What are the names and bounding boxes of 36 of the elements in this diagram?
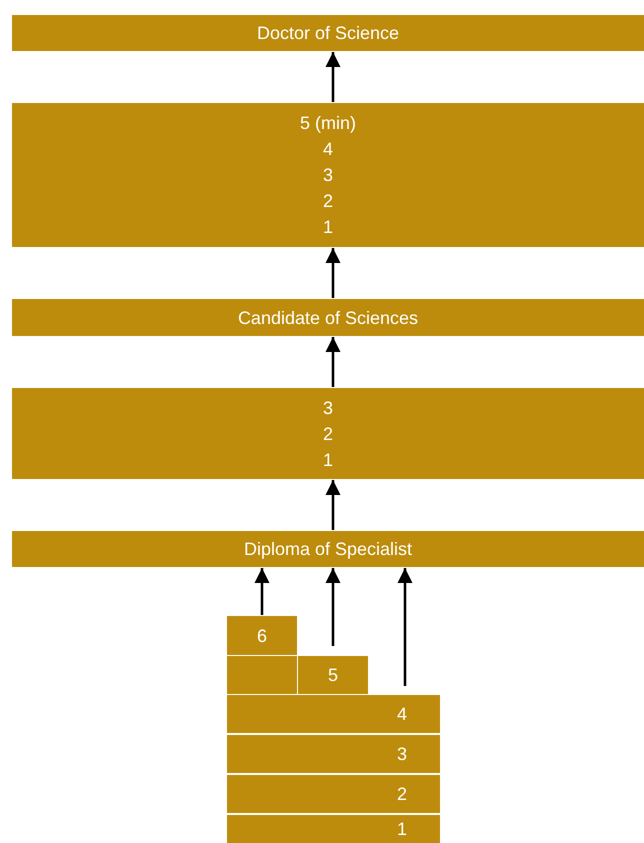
arrow — [326, 480, 340, 530]
degree-band — [12, 531, 644, 567]
degree-label: Diploma of Specialist — [244, 538, 412, 561]
degree-label: Candidate of Sciences — [238, 306, 418, 330]
year-bar — [227, 775, 440, 813]
year-number: 4 — [397, 703, 408, 726]
year-bar — [227, 735, 440, 773]
year-bar — [227, 815, 440, 843]
year-number: 3 — [322, 396, 333, 420]
arrow — [326, 568, 340, 646]
year-bar — [227, 695, 440, 733]
degree-band — [12, 299, 644, 336]
degree-label: Doctor of Science — [256, 22, 400, 45]
year-number: 2 — [322, 422, 333, 446]
year-block — [227, 656, 297, 694]
year-number: 4 — [322, 138, 333, 161]
study-years-band — [12, 103, 644, 247]
arrow — [326, 52, 340, 102]
study-years-band — [12, 388, 644, 479]
year-number: 2 — [397, 783, 408, 806]
year-number: 1 — [322, 448, 333, 472]
degree-band — [12, 15, 644, 51]
arrow — [326, 337, 340, 387]
year-block — [298, 656, 368, 694]
year-number: 1 — [322, 216, 333, 239]
year-block — [227, 616, 297, 655]
year-number: 6 — [256, 624, 267, 648]
year-number: 5 — [328, 664, 338, 687]
arrow — [326, 248, 340, 298]
year-number: 3 — [397, 743, 408, 766]
year-number: 5 (min) — [300, 112, 356, 135]
arrow — [254, 568, 270, 615]
year-number: 1 — [397, 818, 408, 841]
arrow — [398, 568, 412, 686]
year-number: 2 — [322, 190, 333, 213]
year-number: 3 — [322, 164, 333, 187]
